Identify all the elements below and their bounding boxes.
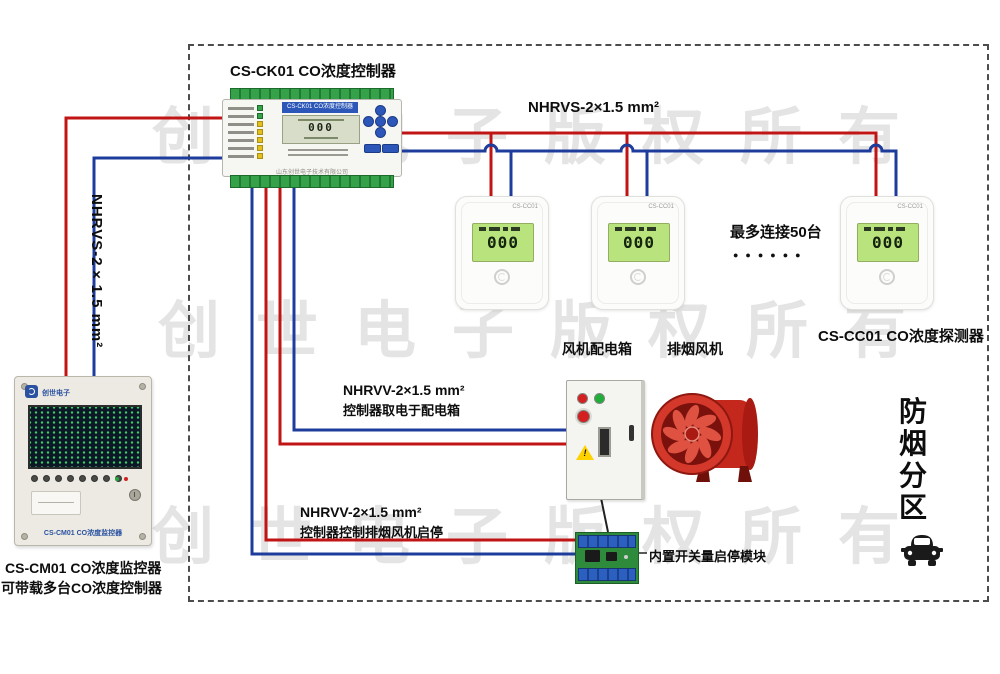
red-led <box>124 477 128 481</box>
cable-box-label-line1: NHRVV-2×1.5 mm² <box>343 382 465 398</box>
screw-icon <box>139 533 146 540</box>
esc-button <box>382 144 399 153</box>
wire-red-controller-to-module <box>264 188 575 542</box>
co-detector-device: CS-CC01 000 <box>840 196 934 310</box>
detector-model-text: CS-CC01 <box>897 204 923 210</box>
watermark-text: 创世电子版权所有 <box>152 503 937 572</box>
down-button <box>375 127 386 138</box>
left-button <box>363 116 374 127</box>
ellipsis-dots: ●●●●●● <box>733 250 808 260</box>
brand-name-text: 创世电子 <box>42 390 70 397</box>
fanbox-caption-label: 风机配电箱 <box>562 341 632 357</box>
detector-lcd: 000 <box>472 223 534 262</box>
set-button <box>364 144 381 153</box>
lcd-co-value: 000 <box>487 233 519 252</box>
detector-lcd: 000 <box>857 223 919 262</box>
controller-title-label: CS-CK01 CO浓度控制器 <box>230 63 396 80</box>
led-matrix-screen <box>28 405 142 469</box>
cable-box-label-line2: 控制器取电于配电箱 <box>343 403 461 418</box>
controller-status-leds <box>228 104 280 160</box>
green-led <box>115 477 119 481</box>
printer-slot <box>31 491 81 515</box>
cable-fan-label-line1: NHRVV-2×1.5 mm² <box>300 504 422 520</box>
max-connect-label: 最多连接50台 <box>730 224 822 241</box>
relay-chip <box>585 550 600 562</box>
co-monitor-device: 创世电子 CS-CM01 CO浓度监控器 <box>14 376 152 546</box>
terminal-strip-bottom <box>230 175 394 188</box>
lcd-co-value: 000 <box>872 233 904 252</box>
relay-chip <box>606 552 617 561</box>
key-lock-icon <box>129 489 141 501</box>
monitor-caption-line1: CS-CM01 CO浓度监控器 <box>5 560 162 576</box>
detector-model-text: CS-CC01 <box>512 204 538 210</box>
fan-caption-label: 排烟风机 <box>667 341 723 357</box>
door-handle <box>629 425 634 441</box>
wire-red-controller-to-fanbox <box>278 188 566 446</box>
up-button <box>375 105 386 116</box>
module-caption-label: 内置开关量启停模块 <box>649 549 767 564</box>
wire-blue-controller-to-fanbox <box>292 188 566 432</box>
right-button <box>387 116 398 127</box>
fanbox-to-module-link <box>600 497 609 533</box>
co-controller-device: CS-CK01 CO浓度控制器 000 山东创世电子技术有限公司 <box>222 88 402 188</box>
cable-fan-label-line2: 控制器控制排烟风机启停 <box>300 525 444 540</box>
smoke-zone-dashed-frame <box>188 44 989 602</box>
detector-caption-label: CS-CC01 CO浓度探测器 <box>818 328 984 345</box>
controller-panel-title: CS-CK01 CO浓度控制器 <box>282 102 358 113</box>
warning-triangle-icon <box>576 445 594 460</box>
switch-module-device <box>575 532 639 584</box>
wire-blue-controller-to-module <box>250 188 575 556</box>
lcd-status-icons <box>473 224 533 231</box>
wire-red-detector-bus <box>402 131 878 196</box>
lcd-status-icons <box>609 224 669 231</box>
brand-logo-icon <box>879 269 895 285</box>
detector-model-text: CS-CC01 <box>648 204 674 210</box>
top-cable-label: NHRVS-2×1.5 mm² <box>528 99 660 116</box>
screw-icon <box>21 533 28 540</box>
controller-sub-text <box>288 146 348 159</box>
controller-lcd: 000 <box>282 115 360 144</box>
exhaust-fan-device <box>651 393 758 482</box>
mounting-hole <box>624 555 628 559</box>
wire-blue-monitor-to-controller <box>92 156 222 376</box>
brand-logo-icon <box>25 385 38 398</box>
screw-icon <box>139 383 146 390</box>
wire-blue-detector-bus <box>402 143 898 196</box>
fan-blades <box>662 404 722 464</box>
smoke-zone-label: 防烟分区 <box>898 396 927 523</box>
ok-button <box>375 116 386 127</box>
lcd-status-icons <box>858 224 918 231</box>
module-terminal-strip <box>578 568 636 581</box>
co-detector-device: CS-CC01 000 <box>455 196 549 310</box>
detector-lcd: 000 <box>608 223 670 262</box>
module-terminal-strip <box>578 535 636 548</box>
monitor-buttons <box>31 475 122 482</box>
left-cable-label: NHRVS-2×1.5 mm² <box>88 194 105 349</box>
brand-logo-icon <box>630 269 646 285</box>
fan-power-box-device <box>566 380 645 500</box>
detector-bezel <box>846 202 928 304</box>
monitor-caption-line2: 可带载多台CO浓度控制器 <box>1 580 162 596</box>
red-push-button <box>577 410 590 423</box>
controller-lcd-value: 000 <box>308 121 334 134</box>
green-indicator-lamp <box>594 393 605 404</box>
wire-red-monitor-to-controller <box>64 116 222 376</box>
car-icon <box>901 535 943 566</box>
red-indicator-lamp <box>577 393 588 404</box>
brand-logo-icon <box>494 269 510 285</box>
co-detector-device: CS-CC01 000 <box>591 196 685 310</box>
lcd-co-value: 000 <box>623 233 655 252</box>
detector-bezel <box>461 202 543 304</box>
meter-slot <box>598 427 611 457</box>
monitor-front-caption: CS-CM01 CO浓度监控器 <box>43 530 123 537</box>
controller-company-text: 山东创世电子技术有限公司 <box>275 170 348 176</box>
detector-bezel <box>597 202 679 304</box>
